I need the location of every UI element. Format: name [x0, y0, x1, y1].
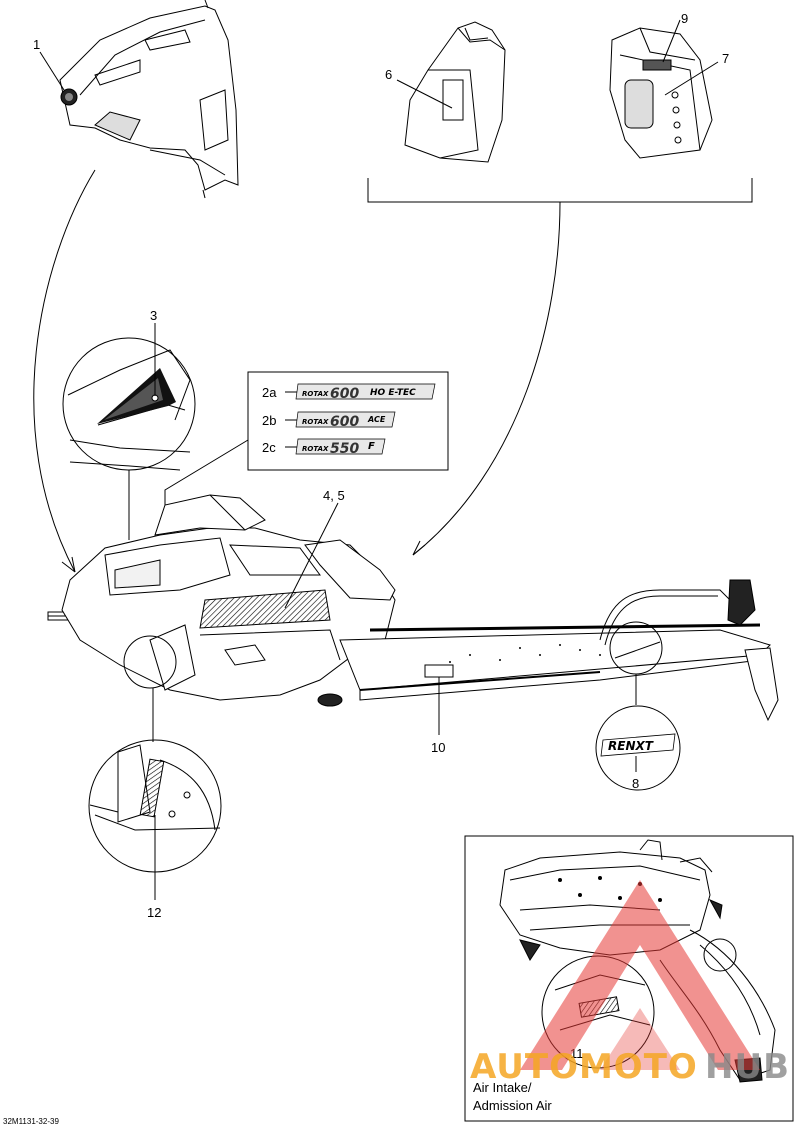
- callout-8: 8: [632, 776, 639, 791]
- decal-suffix-2a: HO E-TEC: [370, 388, 416, 398]
- rev-xt-decal-text: RENXT: [608, 739, 654, 753]
- callout-9: 9: [681, 11, 688, 26]
- decal-code-2c: 2c: [262, 440, 276, 455]
- side-decal-3: [97, 368, 176, 424]
- decal-model-2a: 600: [330, 386, 359, 402]
- decal-row-2c: 2c ROTAX 550 F: [262, 438, 386, 457]
- decal-suffix-2b: ACE: [367, 415, 386, 424]
- snowmobile: [47, 494, 779, 722]
- inset-caption-line1: Air Intake/: [473, 1080, 532, 1095]
- reference-code: 32M1131-32-39: [3, 1117, 59, 1126]
- watermark-triangle-icon: [520, 880, 760, 1070]
- watermark-text-hub: HUB: [705, 1047, 790, 1087]
- leader-line-9: [662, 19, 681, 63]
- detail-circle-12-small: [123, 635, 177, 689]
- right-side-panel: [609, 27, 713, 159]
- tunnel-decal-10: [424, 664, 454, 678]
- panel-bracket: [367, 178, 753, 556]
- callout-7: 7: [722, 51, 729, 66]
- decal-brand-2a: ROTAX: [302, 390, 329, 398]
- hood-arrow: [33, 169, 96, 573]
- leader-line-6: [396, 79, 453, 109]
- decal-code-2a: 2a: [262, 385, 277, 400]
- left-side-panel: [404, 21, 506, 163]
- callout-4-5: 4, 5: [323, 488, 345, 503]
- watermark-logo: AUTOMOTO HUB: [470, 880, 790, 1087]
- callout-10: 10: [431, 740, 445, 755]
- decal-row-2a: 2a ROTAX 600 HO E-TEC: [262, 383, 436, 402]
- inset-caption-line2: Admission Air: [473, 1098, 552, 1113]
- decal-suffix-2c: F: [368, 441, 375, 452]
- decal-code-2b: 2b: [262, 413, 276, 428]
- leader-line-7: [664, 61, 719, 96]
- callout-12: 12: [147, 905, 161, 920]
- leader-line-1: [39, 51, 65, 91]
- callout-3: 3: [150, 308, 157, 323]
- front-decal-12: [139, 758, 165, 818]
- hood-emblem-decal: [60, 88, 78, 106]
- decal-model-2c: 550: [330, 441, 359, 457]
- decal-brand-2b: ROTAX: [302, 418, 329, 426]
- rev-xt-decal: [600, 733, 676, 757]
- callout-1: 1: [33, 37, 40, 52]
- callout-6: 6: [385, 67, 392, 82]
- decal-row-2b: 2b ROTAX 600 ACE: [262, 411, 396, 430]
- detail-circle-3: [62, 337, 196, 471]
- watermark-text-auto: AUTOMOTO: [470, 1047, 698, 1087]
- decal-brand-2c: ROTAX: [302, 445, 329, 453]
- leader-line-45: [284, 502, 339, 609]
- hood-part: [59, 0, 239, 199]
- decal-model-2b: 600: [330, 414, 359, 430]
